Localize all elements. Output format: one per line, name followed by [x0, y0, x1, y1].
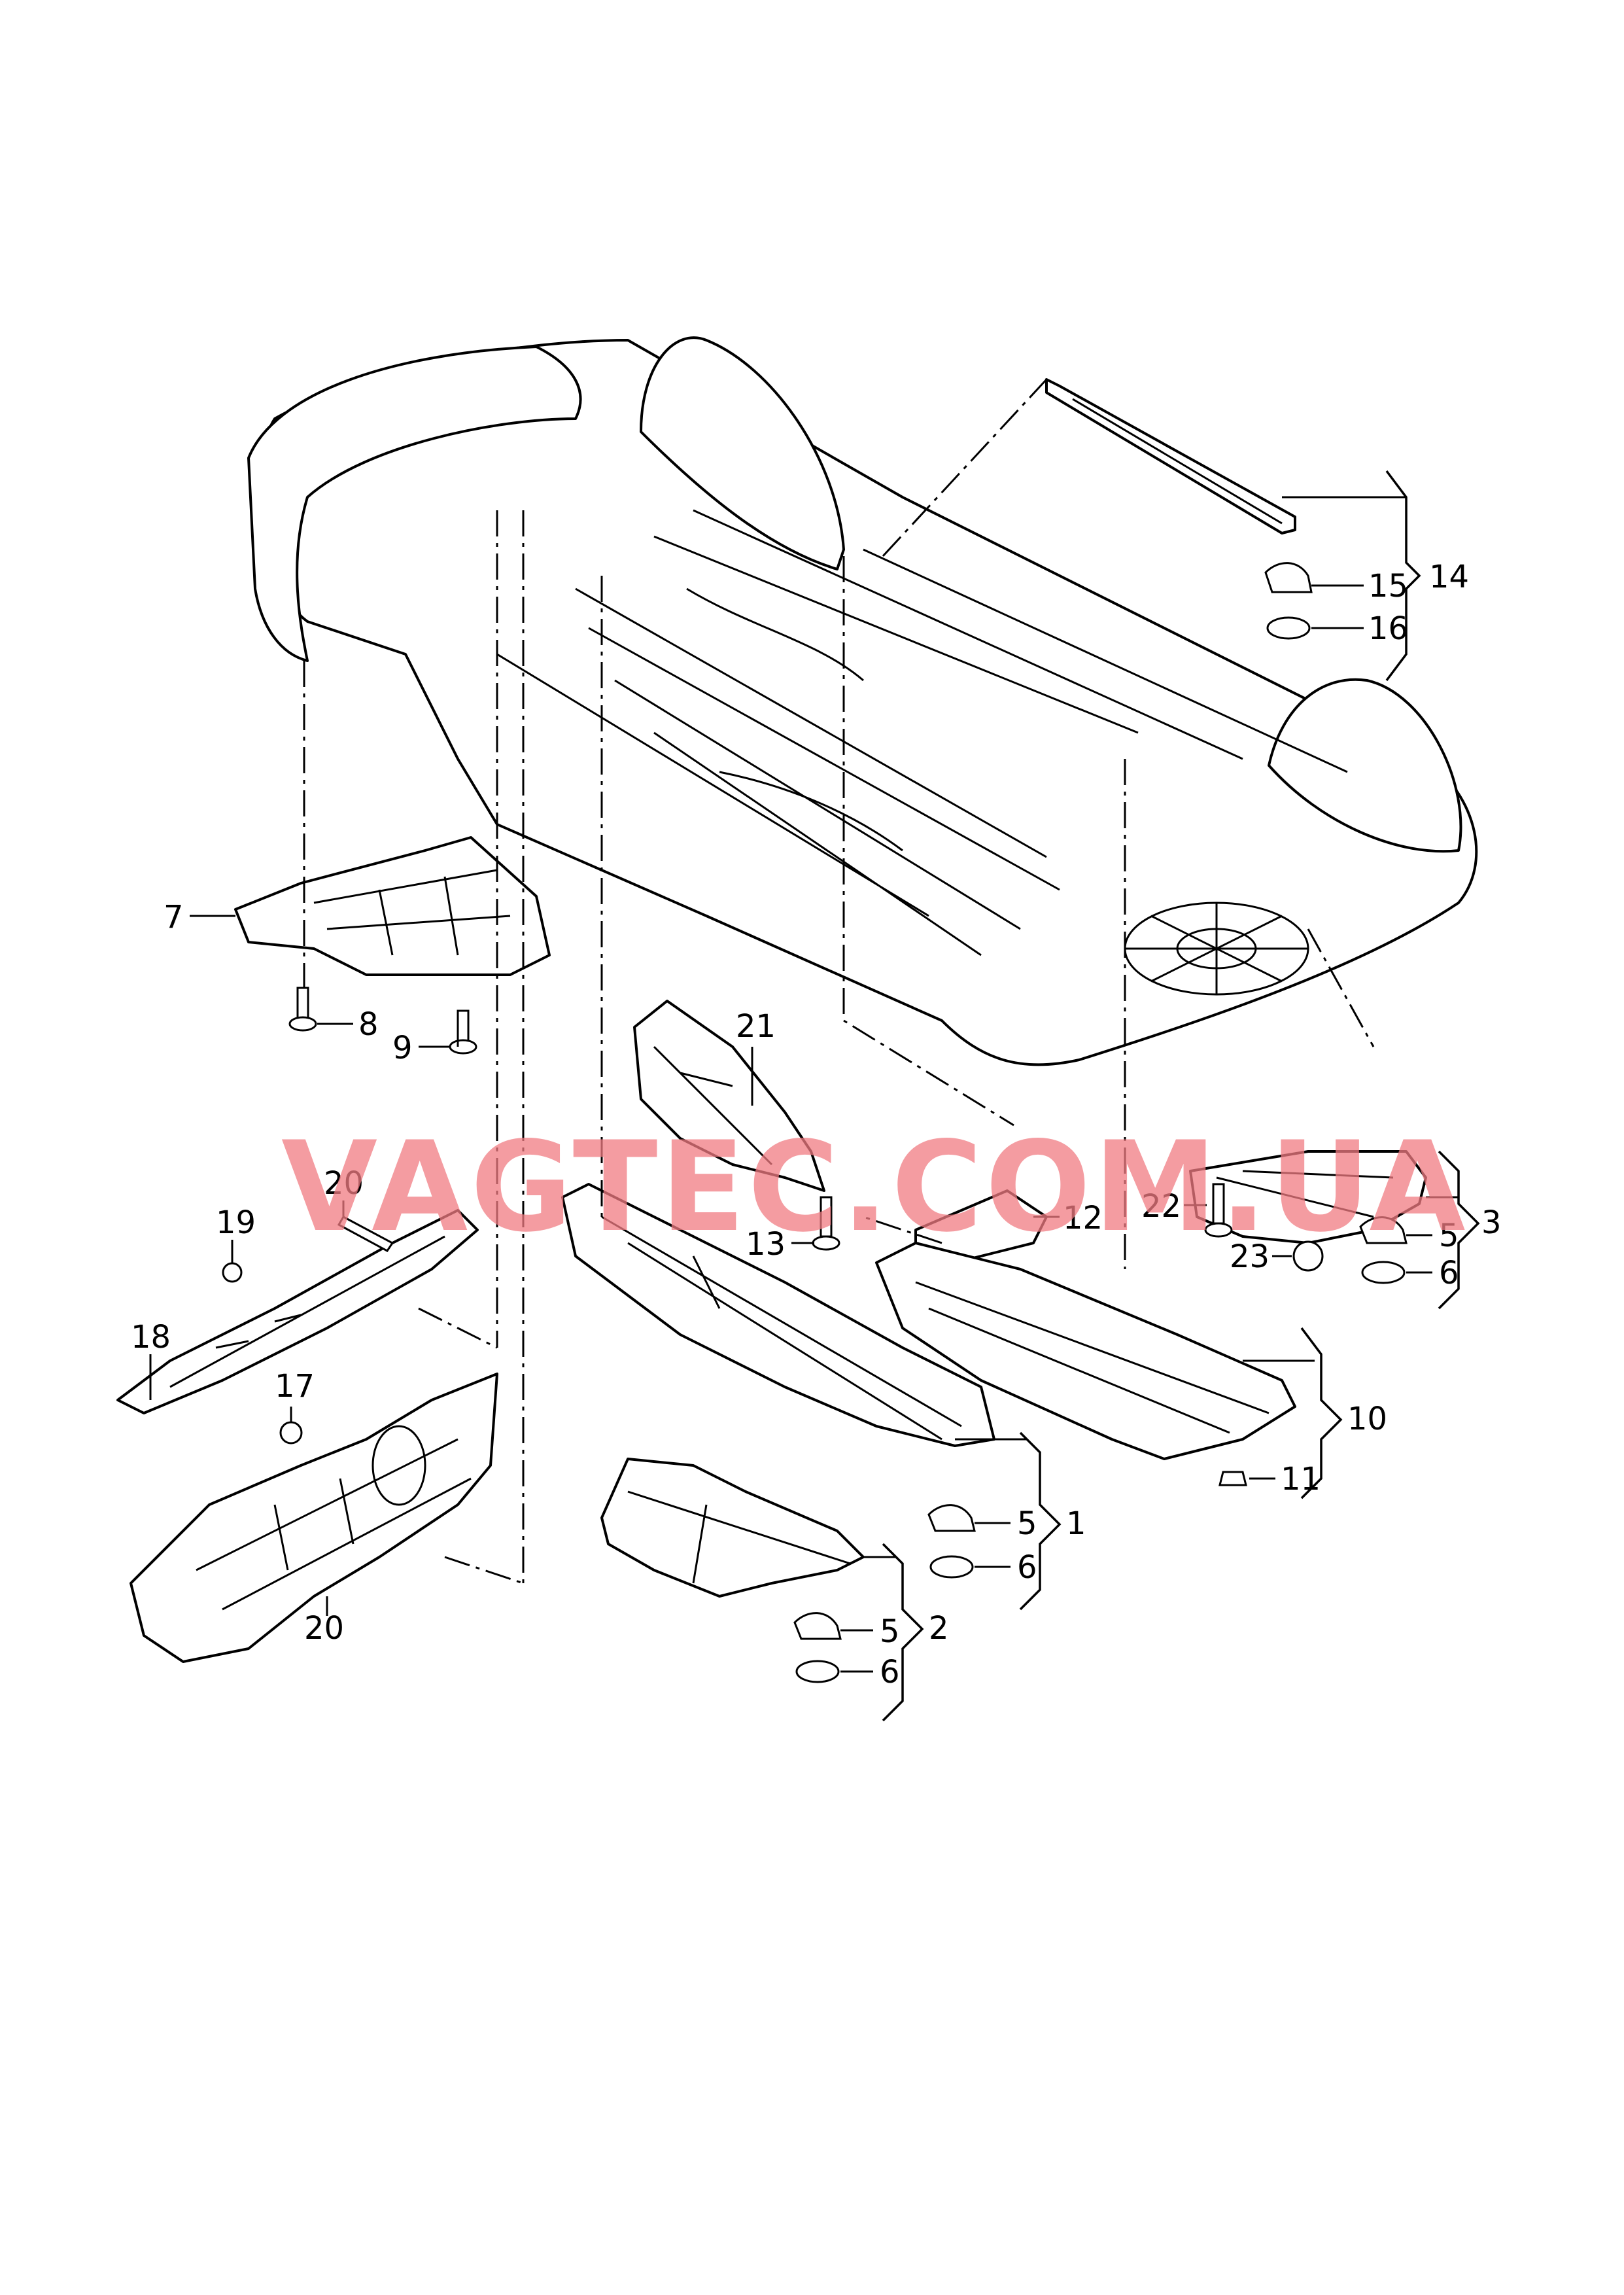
- clip-15: [1264, 562, 1313, 593]
- part-18-bracket: [116, 1209, 479, 1414]
- assembly-lines: [303, 378, 1375, 1585]
- nut-11: [1218, 1471, 1247, 1486]
- callout-2: 2: [929, 1610, 949, 1647]
- callout-17: 17: [275, 1368, 315, 1405]
- callout-1: 1: [1066, 1505, 1086, 1542]
- clip-5-part3: [1359, 1216, 1408, 1244]
- callout-20-top: 20: [324, 1165, 364, 1202]
- part-1-tunnel-shield: [561, 1183, 995, 1447]
- part-7-engine-cover: [234, 836, 551, 976]
- callout-22: 22: [1141, 1188, 1181, 1225]
- callout-3: 3: [1481, 1204, 1502, 1241]
- callout-6-part2: 6: [880, 1654, 900, 1691]
- bolt-9: [449, 1009, 477, 1055]
- brace-1: [1019, 1431, 1062, 1611]
- nut-6-part2: [795, 1660, 840, 1683]
- bolt-22: [1204, 1183, 1233, 1238]
- callout-15: 15: [1368, 568, 1408, 604]
- brace-3: [1438, 1150, 1480, 1310]
- brace-10: [1300, 1327, 1343, 1499]
- callout-7: 7: [164, 899, 184, 936]
- bolt-20-top: [337, 1215, 394, 1252]
- part-20-insulation: [130, 1373, 498, 1663]
- callout-19: 19: [216, 1204, 256, 1241]
- callout-labels: 1 2 3 5 5 5 6 6 6 7 8 9 10 11 12 13 14 1…: [131, 559, 1502, 1691]
- nut-23: [1292, 1240, 1324, 1272]
- callout-20-bottom: 20: [304, 1610, 344, 1647]
- callout-16: 16: [1368, 610, 1408, 647]
- nut-6-part3: [1361, 1261, 1406, 1284]
- callout-6-part1: 6: [1017, 1549, 1037, 1586]
- callout-5-part1: 5: [1017, 1505, 1037, 1542]
- clip-17: [279, 1421, 303, 1445]
- part-2-shield: [600, 1458, 865, 1598]
- nut-16: [1266, 616, 1311, 640]
- callout-18: 18: [131, 1319, 171, 1356]
- nut-6-part1: [929, 1555, 974, 1579]
- clip-5-part1: [927, 1504, 976, 1532]
- underbody-floor-pan: [247, 336, 1478, 1066]
- clip-5-part2: [793, 1612, 842, 1640]
- callout-8: 8: [358, 1006, 379, 1043]
- callout-11: 11: [1281, 1461, 1321, 1498]
- part-21-shield: [633, 1000, 825, 1192]
- callout-5-part3: 5: [1439, 1218, 1459, 1254]
- callout-6-part3: 6: [1439, 1255, 1459, 1291]
- callout-21: 21: [736, 1008, 776, 1045]
- part-10-panel: [875, 1242, 1296, 1460]
- brace-2: [882, 1543, 924, 1722]
- callout-9: 9: [392, 1030, 413, 1066]
- callout-12: 12: [1063, 1200, 1103, 1236]
- callout-23: 23: [1230, 1238, 1270, 1275]
- brace-14: [1385, 470, 1421, 682]
- callout-10: 10: [1347, 1401, 1387, 1437]
- callout-14: 14: [1429, 559, 1469, 595]
- watermark-text: VAGTEC.COM.UA: [281, 1115, 1468, 1259]
- callout-13: 13: [746, 1226, 786, 1263]
- callout-5-part2: 5: [880, 1613, 900, 1650]
- part-14-rail: [1045, 378, 1296, 534]
- bolt-8: [288, 987, 317, 1032]
- clip-19: [222, 1262, 243, 1283]
